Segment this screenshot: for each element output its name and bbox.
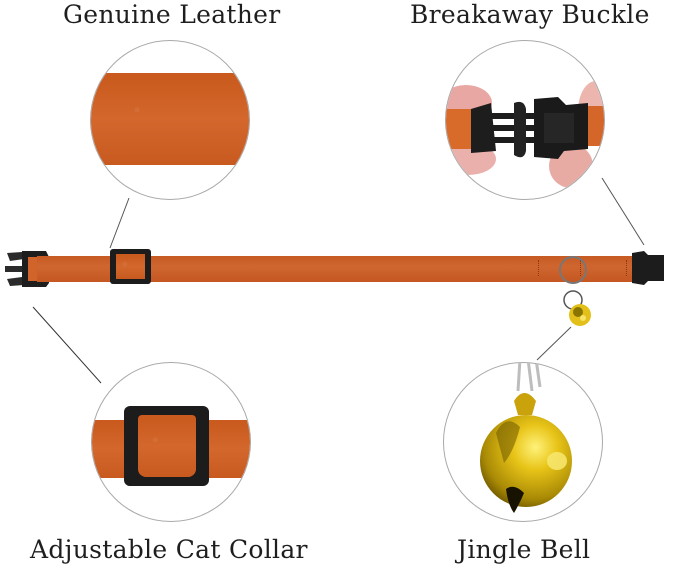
- slider-detail-circle: [91, 362, 251, 522]
- slider-strap-loop: [116, 254, 145, 279]
- jingle-bell-icon: [480, 363, 572, 513]
- label-jingle-bell: Jingle Bell: [457, 535, 591, 564]
- d-ring-icon: [559, 256, 591, 326]
- stitch-marks: [580, 260, 583, 276]
- stitch-marks: [538, 260, 541, 276]
- breakaway-buckle-icon: [446, 81, 604, 188]
- female-buckle-icon: [632, 251, 664, 285]
- slider-strap-loop-detail: [138, 415, 196, 477]
- leather-detail-circle: [90, 40, 250, 200]
- label-genuine-leather: Genuine Leather: [63, 0, 281, 29]
- label-breakaway-buckle: Breakaway Buckle: [410, 0, 650, 29]
- label-adjustable-cat-collar: Adjustable Cat Collar: [30, 535, 308, 564]
- leather-texture-icon: [91, 73, 249, 165]
- bell-detail-circle: [443, 362, 603, 522]
- stitch-marks: [626, 260, 629, 276]
- buckle-detail-circle: [445, 40, 605, 200]
